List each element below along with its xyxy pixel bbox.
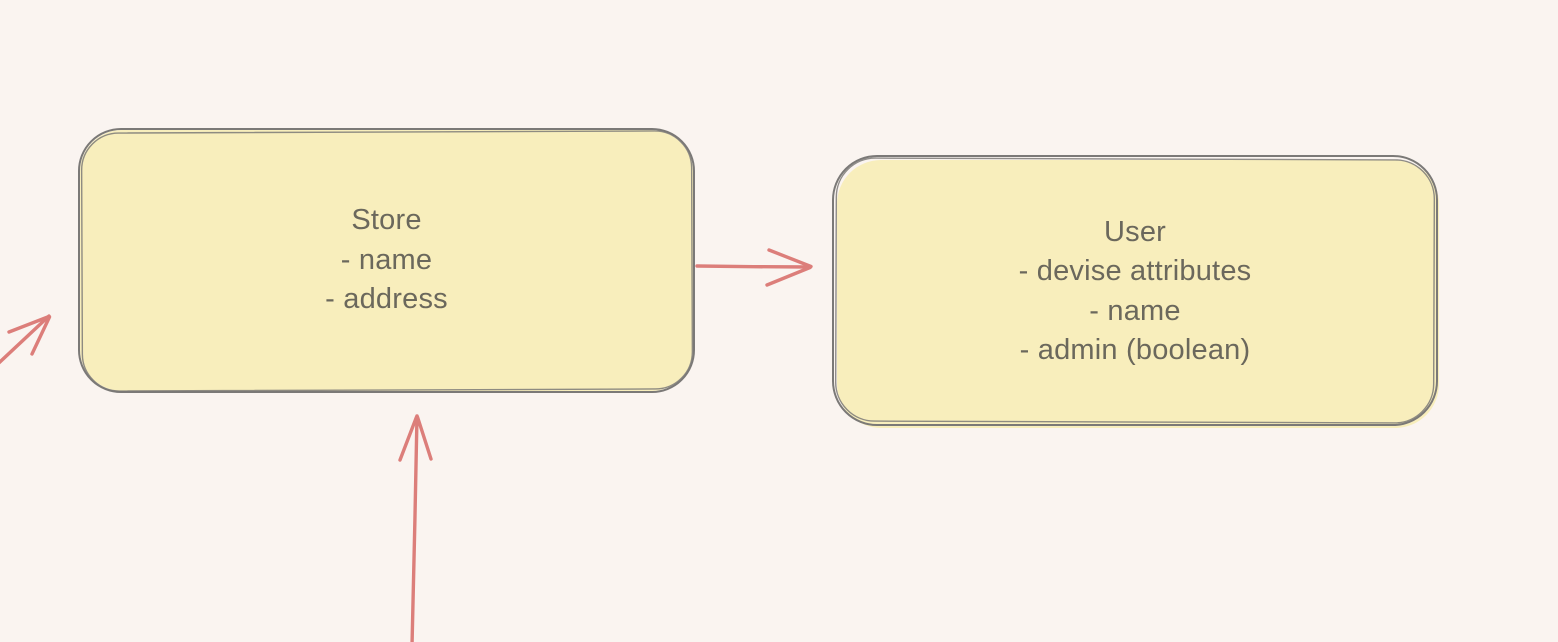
store-to-user-arrow[interactable]	[695, 248, 813, 287]
lower-left-to-store-arrow[interactable]	[0, 314, 52, 375]
store-node-shape[interactable]	[78, 128, 695, 393]
user-node-shape[interactable]	[832, 155, 1439, 428]
bottom-to-store-arrow[interactable]	[398, 414, 433, 642]
